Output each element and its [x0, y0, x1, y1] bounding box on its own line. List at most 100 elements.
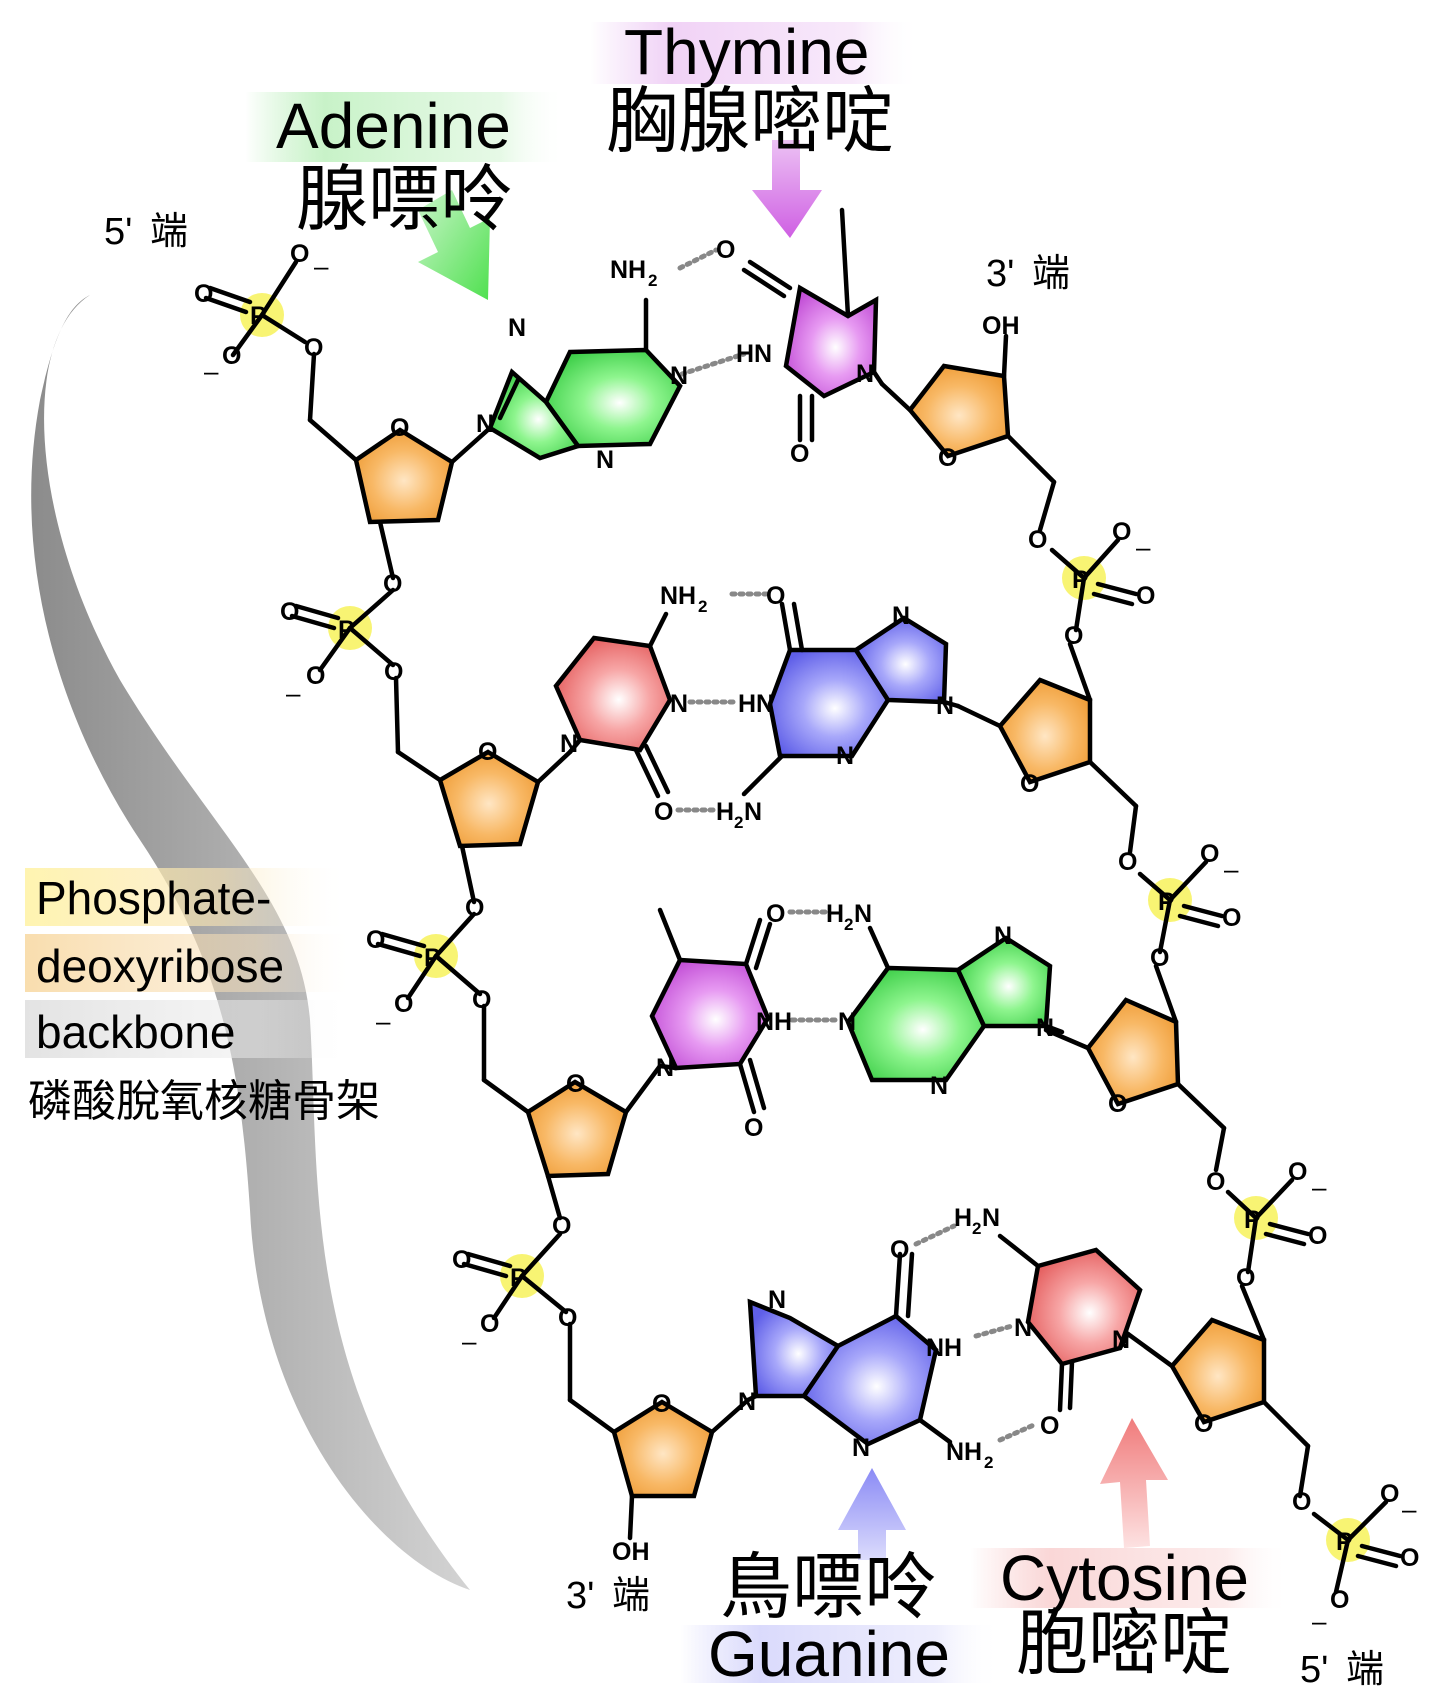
atom-p: P: [1158, 888, 1175, 916]
atom-p: P: [1072, 566, 1089, 594]
atom-n: N: [476, 410, 494, 438]
atom-o: O: [1308, 1222, 1327, 1250]
atom-o: O: [654, 798, 673, 826]
atom-n: N: [1036, 1014, 1054, 1042]
atom-p: P: [510, 1264, 527, 1292]
atom-n: N: [930, 1072, 948, 1100]
backbone-label-zh: 磷酸脫氧核糖骨架: [28, 1076, 380, 1127]
subscript-2: 2: [698, 597, 707, 616]
atom-o: O: [366, 926, 385, 954]
atom-o: O: [1064, 622, 1083, 650]
sugar-1: [353, 427, 455, 525]
end-label-bottom-right: 5': [1300, 1649, 1328, 1691]
atom-n: N: [670, 690, 688, 718]
sugar-8: [1169, 1317, 1267, 1425]
atom-o: O: [1206, 1168, 1225, 1196]
atom-n: N: [670, 362, 688, 390]
guanine-highlight: [680, 1625, 1000, 1683]
end-label-top-right: 3': [986, 253, 1014, 295]
atom-o: O: [558, 1304, 577, 1332]
atom-nh: NH: [926, 1334, 962, 1362]
atom-oh: OH: [982, 312, 1020, 340]
backbone-highlight-3: [25, 1000, 355, 1058]
charge-minus: –: [1402, 1494, 1417, 1524]
atom-o: O: [1380, 1480, 1399, 1508]
atom-o: O: [465, 894, 484, 922]
charge-minus: –: [1312, 1606, 1327, 1636]
end-label-top-left: 5': [104, 211, 132, 253]
atom-oh: OH: [612, 1538, 650, 1566]
atom-o: O: [1236, 1264, 1255, 1292]
atom-o: O: [766, 582, 785, 610]
atom-n: N: [560, 730, 578, 758]
sugar-2: [437, 749, 541, 849]
atom-o: O: [1222, 904, 1241, 932]
cytosine-arrow: [1100, 1418, 1168, 1548]
guanine-arrow: [838, 1468, 906, 1560]
thymine-ring-2: [649, 957, 771, 1071]
atom-o: O: [890, 1236, 909, 1264]
sugar-7: [1085, 997, 1181, 1107]
atom-o: O: [472, 986, 491, 1014]
sugar-5: [907, 363, 1011, 459]
atom-o: O: [194, 280, 213, 308]
adenine-label-zh: 腺嘌呤: [296, 157, 512, 241]
atom-o: O: [384, 658, 403, 686]
atom-n: N: [738, 1388, 756, 1416]
atom-nh2: NH: [660, 582, 696, 610]
atom-hn: HN: [736, 340, 772, 368]
sugar-6: [997, 677, 1093, 785]
thymine-label: Thymine: [624, 16, 869, 88]
atom-o: O: [394, 990, 413, 1018]
backbone-highlight-1: [25, 868, 350, 926]
end-label-bottom-right-zh: 端: [1346, 1647, 1384, 1691]
charge-minus: –: [1224, 854, 1239, 884]
atom-o: O: [222, 342, 241, 370]
atom-o: O: [1136, 582, 1155, 610]
atom-n: N: [596, 446, 614, 474]
atom-o: O: [1288, 1158, 1307, 1186]
atom-o: O: [306, 662, 325, 690]
atom-o: O: [1150, 944, 1169, 972]
atom-p: P: [1244, 1206, 1261, 1234]
atom-o: O: [480, 1310, 499, 1338]
atom-o: O: [938, 444, 957, 472]
end-label-top-left-zh: 端: [150, 209, 188, 253]
atom-o: O: [1040, 1412, 1059, 1440]
charge-minus: –: [204, 356, 219, 386]
atom-n: N: [994, 922, 1012, 950]
atom-n: N: [656, 1054, 674, 1082]
atom-n: N: [768, 1286, 786, 1314]
adenine-imidazole-2: [955, 935, 1053, 1029]
atom-o: O: [716, 236, 735, 264]
subscript-2: 2: [734, 813, 743, 832]
cytosine-highlight: [970, 1548, 1290, 1608]
atom-o: O: [1194, 1410, 1213, 1438]
atom-nh2: NH: [946, 1438, 982, 1466]
guanine-imidazole-1: [852, 615, 949, 705]
end-label-bottom-left-zh: 端: [612, 1573, 650, 1617]
atom-o: O: [390, 414, 409, 442]
atom-labels: P O – O O – O O O P O O – O O O P O O – …: [194, 236, 1419, 1636]
sugar-3: [525, 1079, 629, 1179]
atom-n: N: [1014, 1314, 1032, 1342]
adenine-label: Adenine: [276, 90, 511, 162]
backbone-label-line3: backbone: [36, 1006, 236, 1058]
atom-o: O: [766, 900, 785, 928]
thymine-label-zh: 胸腺嘧啶: [606, 79, 894, 163]
atom-o: O: [652, 1390, 671, 1418]
atom-o: O: [744, 1114, 763, 1142]
backbone-highlight-2: [25, 934, 355, 992]
atom-h2n: N: [854, 900, 872, 928]
subscript-2: 2: [984, 1453, 993, 1472]
atom-o: O: [1112, 518, 1131, 546]
atom-o: O: [478, 738, 497, 766]
atom-o: O: [552, 1212, 571, 1240]
atom-n: N: [508, 314, 526, 342]
end-label-bottom-left: 3': [566, 1575, 594, 1617]
end-label-top-right-zh: 端: [1032, 251, 1070, 295]
cytosine-label-zh: 胞嘧啶: [1016, 1601, 1232, 1685]
atom-h2n: H: [826, 900, 844, 928]
atom-p: P: [250, 302, 267, 330]
